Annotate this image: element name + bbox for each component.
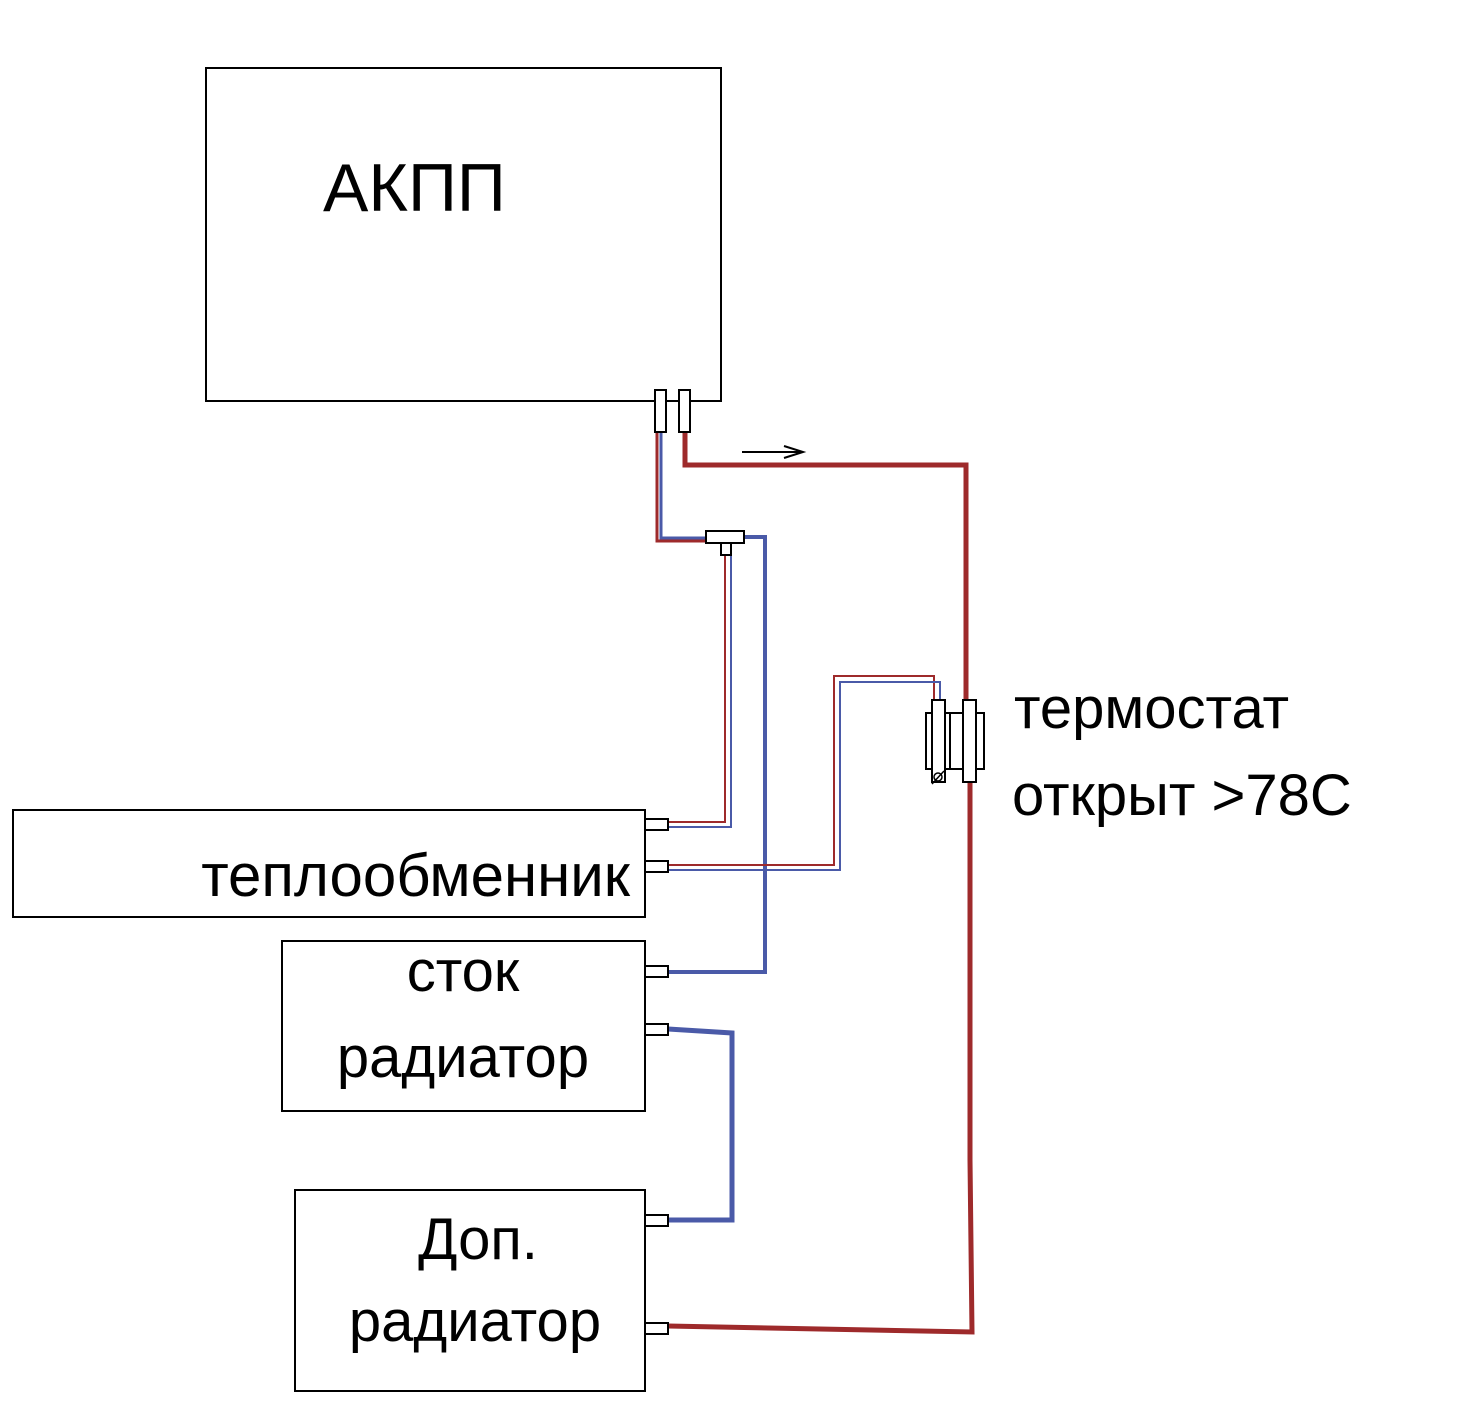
- stock-radiator-port-upper: [644, 965, 669, 978]
- hot-line-akpp-to-thermostat: [682, 432, 969, 700]
- thin-line-tee-to-heat-exchanger-red: [668, 552, 726, 823]
- tee-fitting: [705, 530, 745, 556]
- return-line-akpp-blue: [659, 432, 718, 540]
- cold-line-tee-to-stock-radiator: [668, 535, 767, 974]
- thermostat-valve: [925, 699, 985, 785]
- extra-radiator-label-line1: Доп.: [418, 1207, 538, 1272]
- thin-line-heat-exchanger-to-thermostat-red: [668, 675, 935, 866]
- heat-exchanger-port-lower: [644, 860, 669, 873]
- akpp-port-right: [678, 389, 691, 433]
- akpp-port-left: [654, 389, 667, 433]
- stock-radiator-box: [281, 940, 646, 1112]
- extra-radiator-port-lower: [644, 1322, 669, 1335]
- cold-line-stock-to-extra-radiator: [667, 1026, 735, 1223]
- extra-radiator-box: [294, 1189, 646, 1392]
- thermostat-label-line2: открыт >78С: [1012, 763, 1352, 828]
- stock-radiator-label-line1: сток: [407, 939, 520, 1004]
- stock-radiator-label-line2: радиатор: [337, 1025, 589, 1090]
- thin-line-tee-to-heat-exchanger-blue: [668, 552, 732, 828]
- akpp-box: [205, 67, 722, 402]
- thermostat-label-line1: термостат: [1014, 676, 1289, 741]
- thin-line-heat-exchanger-to-thermostat-blue: [668, 681, 941, 871]
- extra-radiator-label-line2: радиатор: [349, 1289, 601, 1354]
- stock-radiator-port-lower: [644, 1023, 669, 1036]
- extra-radiator-port-upper: [644, 1214, 669, 1227]
- akpp-label: АКПП: [323, 150, 506, 226]
- heat-exchanger-label: теплообменник: [201, 842, 631, 909]
- hot-line-thermostat-to-extra-radiator: [667, 782, 975, 1335]
- return-line-akpp-red: [655, 432, 718, 543]
- heat-exchanger-box: [12, 809, 646, 918]
- flow-direction-arrow: [742, 445, 807, 459]
- heat-exchanger-port-upper: [644, 818, 669, 831]
